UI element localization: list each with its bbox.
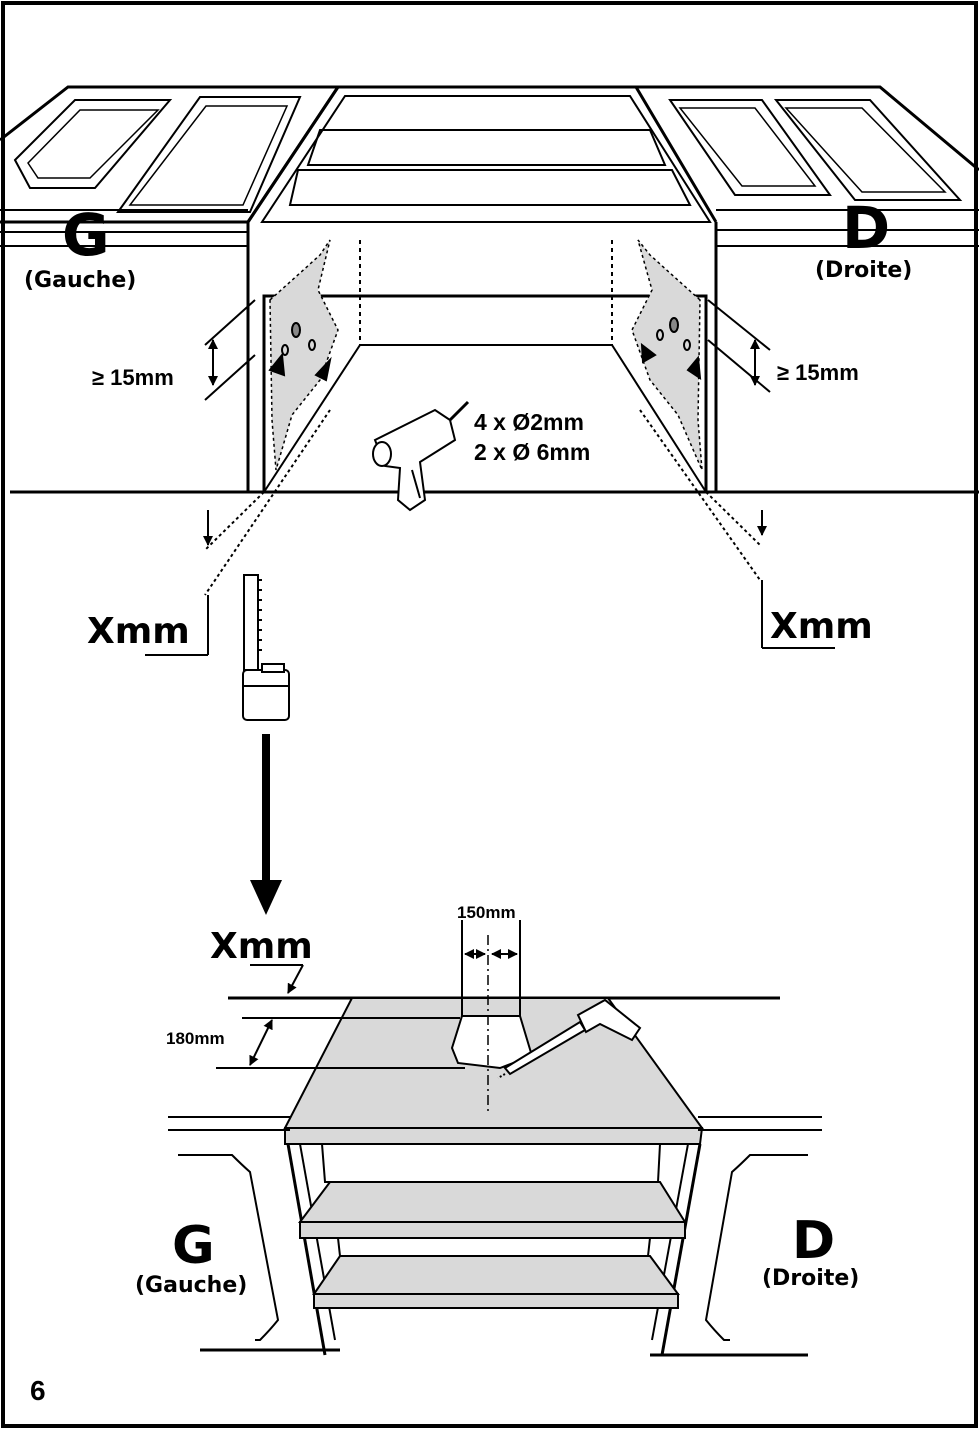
bottom-offset-label: Xmm — [210, 926, 313, 967]
bracket-arrow-icon — [686, 355, 702, 381]
right-offset-label: Xmm — [770, 606, 873, 647]
mounting-hole-icon — [281, 344, 289, 356]
left-side-panel — [269, 239, 339, 471]
left-offset-label: Xmm — [87, 611, 190, 652]
right-cabinet-doors — [636, 85, 979, 247]
drill-icon — [372, 400, 470, 512]
shelf-upper — [298, 1181, 687, 1223]
top-cabinet-figure — [0, 85, 979, 656]
bottom-left-letter: G — [172, 1216, 215, 1276]
right-side-word: (Droite) — [815, 258, 912, 283]
right-side-panel — [631, 239, 703, 471]
left-clearance-label: ≥ 15mm — [92, 365, 174, 390]
tape-measure-icon — [242, 574, 290, 721]
mounting-hole-icon — [291, 322, 301, 338]
drill-spec-line1: 4 x Ø2mm — [474, 409, 584, 435]
bottom-right-word: (Droite) — [762, 1266, 859, 1291]
right-clearance-label: ≥ 15mm — [777, 360, 859, 385]
drill-spec-line2: 2 x Ø 6mm — [474, 439, 590, 465]
bottom-right-letter: D — [792, 1211, 835, 1271]
bottom-cabinet-figure — [168, 920, 822, 1357]
mounting-hole-icon — [683, 339, 691, 351]
bottom-left-word: (Gauche) — [135, 1273, 247, 1298]
saw-icon — [497, 998, 642, 1079]
mounting-hole-icon — [669, 317, 679, 333]
mounting-hole-icon — [308, 339, 316, 351]
page-number: 6 — [30, 1375, 46, 1406]
left-side-word: (Gauche) — [24, 268, 136, 293]
cutout-depth-label: 180mm — [166, 1029, 225, 1048]
down-arrow-icon — [250, 734, 282, 915]
left-side-letter: G — [62, 201, 110, 269]
bracket-arrow-icon — [314, 356, 332, 382]
right-side-letter: D — [842, 194, 890, 262]
bracket-arrow-icon — [268, 352, 286, 377]
bracket-arrow-icon — [640, 342, 657, 364]
mounting-hole-icon — [656, 329, 664, 341]
shelf-lower — [312, 1255, 680, 1295]
cutout-width-label: 150mm — [457, 903, 516, 922]
